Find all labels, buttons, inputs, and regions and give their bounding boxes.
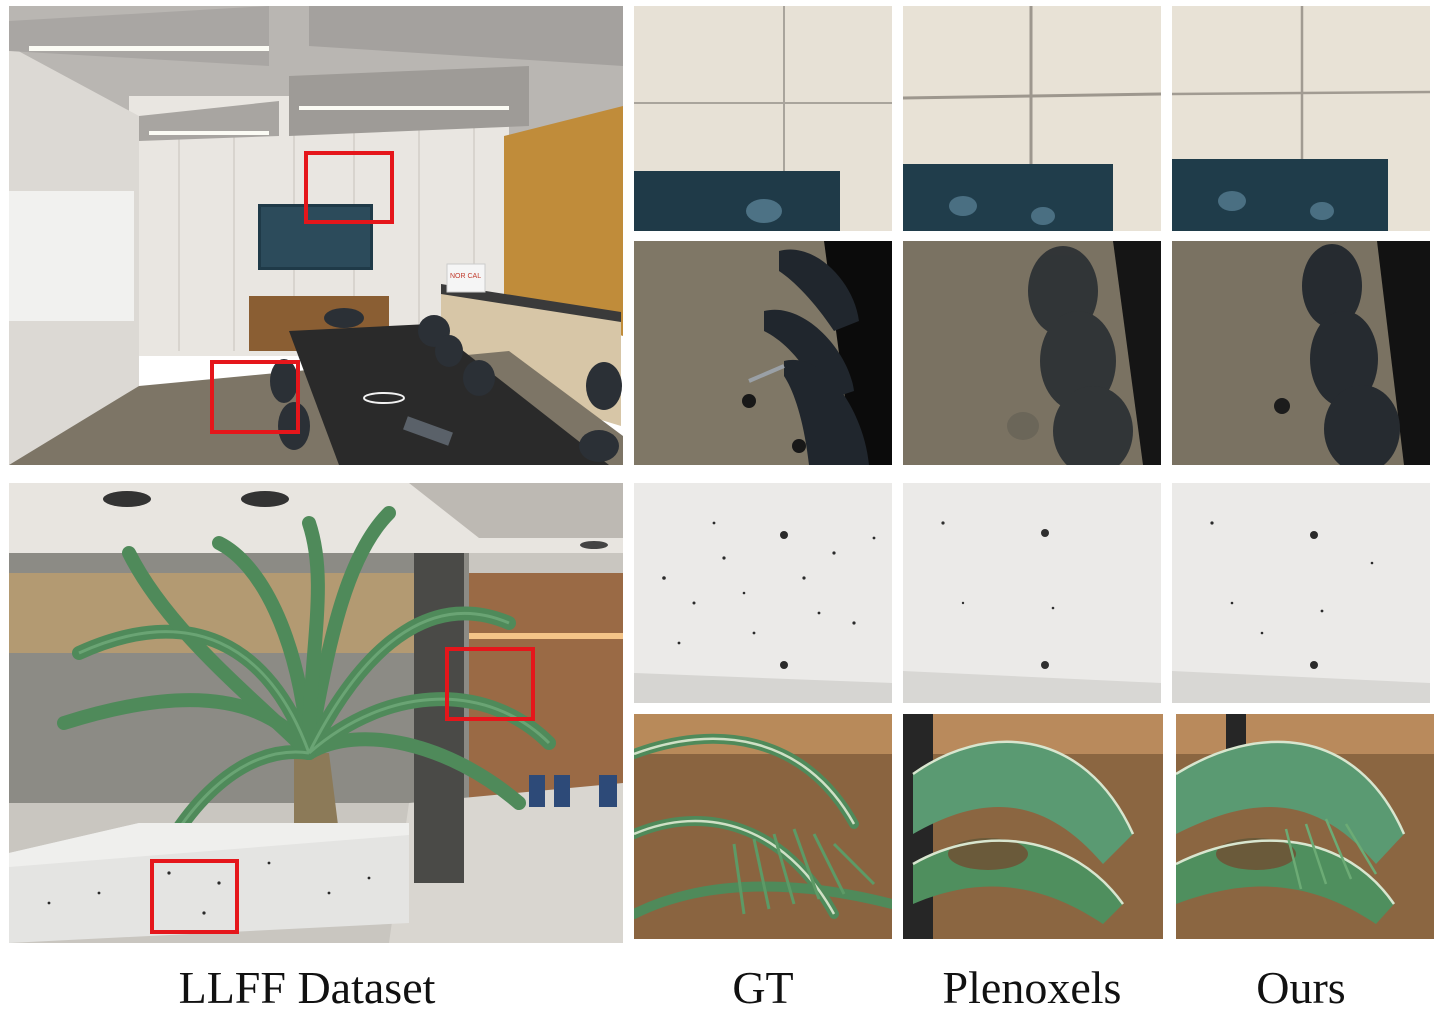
caption-gt: GT <box>732 962 794 1013</box>
caption-plenoxels: Plenoxels <box>942 962 1122 1013</box>
fern-scene-image <box>9 483 623 943</box>
roi-box-chair <box>210 360 300 434</box>
crop-wall-ours <box>1172 6 1430 231</box>
crop-wall-plenoxels <box>903 6 1161 231</box>
crop-chair-plenoxels <box>903 241 1161 465</box>
crop-concrete-gt <box>634 483 892 703</box>
crop-concrete-plenoxels <box>903 483 1161 703</box>
roi-box-wall <box>304 151 394 224</box>
crop-chair-ours <box>1172 241 1430 465</box>
caption-dataset: LLFF Dataset <box>178 962 436 1013</box>
crop-chair-gt <box>634 241 892 465</box>
crop-leaf-plenoxels <box>903 714 1163 939</box>
box-sign-text: NOR CAL <box>450 273 481 280</box>
caption-ours: Ours <box>1256 962 1346 1013</box>
roi-box-concrete <box>150 859 239 934</box>
room-scene-image: NOR CAL <box>9 6 623 465</box>
crop-concrete-ours <box>1172 483 1430 703</box>
roi-box-leaf <box>445 647 535 721</box>
crop-leaf-ours <box>1176 714 1434 939</box>
crop-leaf-gt <box>634 714 892 939</box>
crop-wall-gt <box>634 6 892 231</box>
